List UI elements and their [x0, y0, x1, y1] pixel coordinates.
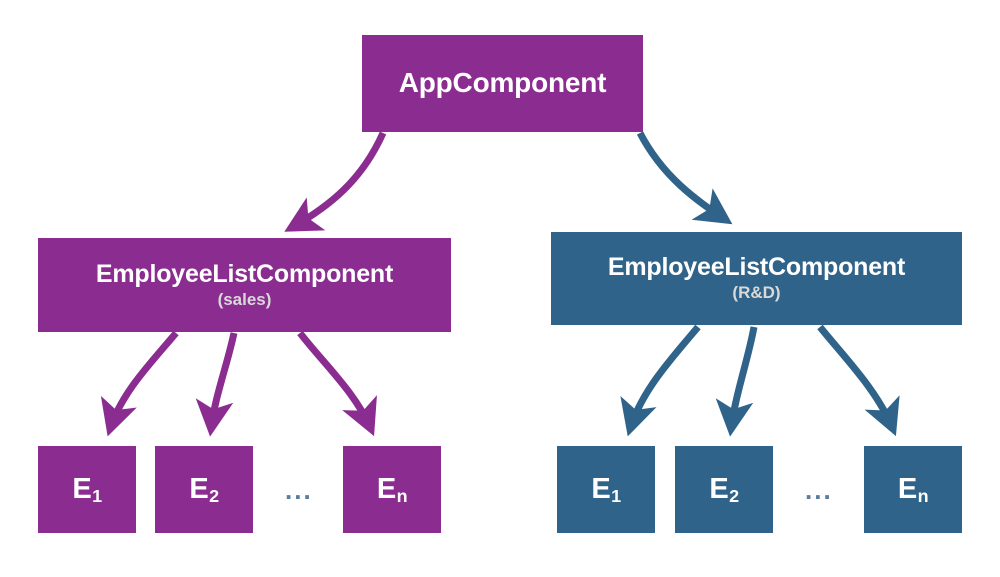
leaf-base: E [709, 472, 729, 505]
node-employee-list-sales-label: EmployeeListComponent [95, 259, 394, 288]
leaf-subscript: 2 [729, 485, 740, 506]
node-employee-sales-2-label: E2 [189, 472, 220, 506]
leaf-subscript: 1 [611, 485, 622, 506]
leaf-subscript: n [917, 485, 929, 506]
node-employee-sales-1-label: E1 [72, 472, 103, 506]
node-employee-rnd-1-label: E1 [591, 472, 622, 506]
edge-sales-to-e2 [195, 332, 238, 437]
edge-app-to-rnd [636, 131, 733, 225]
node-employee-sales-1[interactable]: E1 [38, 446, 136, 533]
leaf-base: E [897, 472, 918, 505]
node-app-component-label: AppComponent [398, 67, 607, 99]
edge-sales-to-en [297, 330, 377, 437]
node-employee-list-rnd[interactable]: EmployeeListComponent (R&D) [551, 232, 962, 325]
node-employee-sales-n[interactable]: En [343, 446, 441, 533]
leaf-subscript: 2 [209, 485, 220, 506]
node-employee-rnd-2-label: E2 [709, 472, 740, 506]
node-employee-rnd-2[interactable]: E2 [675, 446, 773, 533]
node-employee-rnd-n[interactable]: En [864, 446, 962, 533]
node-employee-sales-2[interactable]: E2 [155, 446, 253, 533]
leaf-base: E [591, 472, 611, 505]
leaf-subscript: 1 [92, 485, 103, 506]
edge-app-to-sales [284, 131, 387, 232]
leaf-subscript: n [396, 485, 408, 506]
ellipsis-sales: ... [285, 475, 313, 505]
node-employee-list-rnd-sublabel: (R&D) [732, 283, 781, 303]
leaf-base: E [189, 472, 209, 505]
node-employee-rnd-n-label: En [897, 472, 929, 506]
leaf-base: E [72, 472, 92, 505]
edge-rnd-to-e2 [715, 326, 758, 437]
node-employee-list-rnd-label: EmployeeListComponent [607, 253, 906, 282]
edge-sales-to-e1 [100, 330, 179, 437]
edge-rnd-to-e1 [620, 324, 701, 437]
ellipsis-rnd: ... [805, 475, 833, 505]
node-employee-rnd-1[interactable]: E1 [557, 446, 655, 533]
edge-rnd-to-en [817, 324, 900, 437]
node-employee-list-sales[interactable]: EmployeeListComponent (sales) [38, 238, 451, 332]
node-app-component[interactable]: AppComponent [362, 35, 643, 132]
node-employee-list-sales-sublabel: (sales) [217, 289, 272, 309]
leaf-base: E [376, 472, 397, 505]
node-employee-sales-n-label: En [376, 472, 408, 506]
